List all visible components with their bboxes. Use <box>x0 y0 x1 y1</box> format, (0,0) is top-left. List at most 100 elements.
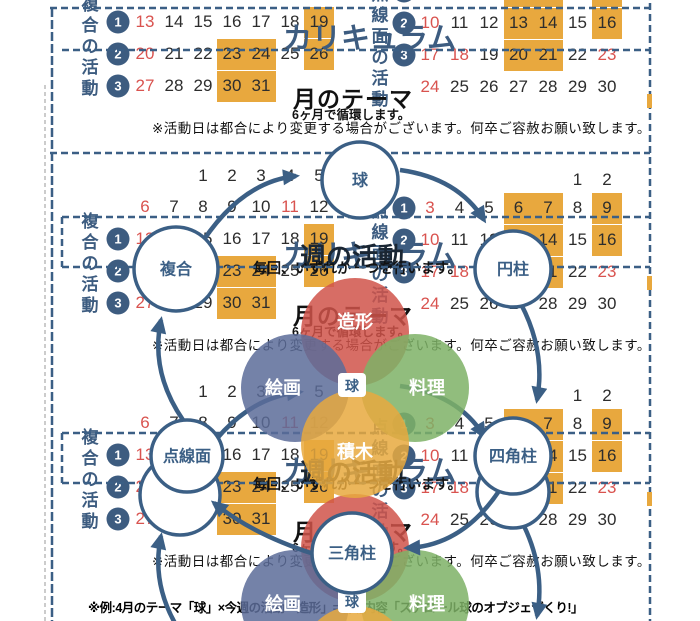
calendar-day: 24 <box>420 510 440 529</box>
calendar-day: 9 <box>602 198 612 217</box>
calendar-day: 20 <box>509 45 528 64</box>
calendar-day: 8 <box>198 413 208 432</box>
calendar-day: 27 <box>135 293 155 312</box>
calendar-day: 5 <box>484 198 494 217</box>
calendar-day: 6 <box>140 197 150 216</box>
calendar-day: 23 <box>597 45 617 64</box>
calendar-day: 3 <box>256 382 266 401</box>
calendar-day: 17 <box>251 445 271 464</box>
calendar-vertical-label-char: の <box>81 254 99 273</box>
month-theme-subtitle: 6ヶ月で循環します。 <box>292 108 411 122</box>
calendar-day-highlight <box>533 192 563 224</box>
calendar-day: 12 <box>479 13 499 32</box>
calendar-day-highlight <box>304 38 334 70</box>
calendar-day-highlight <box>246 38 276 70</box>
calendar-day: 28 <box>164 509 184 528</box>
calendar-day-highlight <box>503 7 534 39</box>
week-number-badge: 2 <box>392 228 416 252</box>
calendar-day: 27 <box>509 510 528 529</box>
calendar-day: 3 <box>425 198 435 217</box>
calendar-day: 23 <box>597 262 617 281</box>
calendar-day: 23 <box>222 477 242 496</box>
calendar-vertical-label-char: の <box>81 37 99 56</box>
calendar-day: 28 <box>538 77 558 96</box>
calendar-vertical-label-char: 活 <box>81 491 99 510</box>
venn-center-label: 球 <box>345 378 360 394</box>
week-activity-subtitle: 毎回、いずれか一つを行います。 <box>253 260 462 276</box>
calendar-day: 23 <box>222 44 242 63</box>
calendar-day-highlight <box>592 408 622 440</box>
calendar-day: 2 <box>602 386 612 405</box>
calendar-day: 22 <box>568 45 587 64</box>
calendar-day: 19 <box>309 229 329 248</box>
cycle-node-sphere-label: 球 <box>352 171 369 190</box>
calendar-day: 12 <box>309 197 329 216</box>
calendar-day: 16 <box>222 229 242 248</box>
calendar-day: 17 <box>251 229 271 248</box>
calendar-day: 14 <box>164 229 184 248</box>
calendar-day: 22 <box>568 478 587 497</box>
calendar-day: 8 <box>198 197 208 216</box>
calendar-day-highlight <box>592 440 622 472</box>
calendar-day: 29 <box>568 77 587 96</box>
calendar-day-highlight <box>217 38 247 70</box>
calendar-day: 14 <box>538 13 558 32</box>
calendar-day: 21 <box>538 45 558 64</box>
calendar-day: 1 <box>572 386 583 405</box>
calendar-day: 17 <box>251 12 271 31</box>
calendar-day: 26 <box>479 294 499 313</box>
week-number-badge: 1 <box>106 443 130 467</box>
calendar-day-highlight <box>592 0 622 7</box>
calendar-day: 3 <box>256 166 266 185</box>
week-number-badge: 3 <box>106 291 130 315</box>
venn-center-box <box>338 373 366 397</box>
calendar-day: 22 <box>193 261 213 280</box>
calendar-day: 14 <box>164 12 184 31</box>
calendar-day: 22 <box>568 262 587 281</box>
calendar-day-highlight <box>304 6 334 38</box>
calendar-day: 15 <box>568 13 587 32</box>
calendar-day-highlight <box>592 224 622 256</box>
calendar-day: 30 <box>222 76 242 95</box>
calendar-day: 25 <box>450 294 469 313</box>
calendar-vertical-label-char: 動 <box>81 512 99 531</box>
calendar-day: 19 <box>479 45 499 64</box>
calendar-day: 5 <box>484 414 494 433</box>
calendar-day: 13 <box>135 445 155 464</box>
calendar-vertical-label-char: 線 <box>371 6 389 25</box>
calendar-day: 30 <box>597 510 617 529</box>
calendar-vertical-label-char: 面 <box>371 244 389 263</box>
calendar-day: 8 <box>572 198 583 217</box>
calendar-day: 19 <box>479 478 499 497</box>
calendar-day: 30 <box>222 293 242 312</box>
calendar-day: 10 <box>420 13 440 32</box>
calendar-day-highlight <box>592 192 622 224</box>
calendar-day: 27 <box>509 77 528 96</box>
calendar-day: 24 <box>251 44 271 63</box>
calendar-day: 14 <box>538 230 558 249</box>
week-number-badge: 3 <box>106 507 130 531</box>
calendar-day: 29 <box>568 510 587 529</box>
week-activity-subtitle: 毎回、いずれか一つを行います。 <box>253 476 462 492</box>
calendar-day: 5 <box>314 166 324 185</box>
calendar-day: 13 <box>135 229 155 248</box>
calendar-vertical-label-char: 面 <box>371 27 389 46</box>
calendar-day: 13 <box>509 230 528 249</box>
calendar-vertical-label-char: 動 <box>81 79 99 98</box>
calendar-day: 25 <box>450 510 469 529</box>
week-number-badge: 3 <box>106 74 130 98</box>
week-number-badge: 1 <box>392 412 416 436</box>
calendar-day: 3 <box>415 0 445 1</box>
calendar-vertical-label-char: 活 <box>81 58 99 77</box>
calendar-day: 8 <box>563 0 593 1</box>
calendar-day-highlight <box>503 192 534 224</box>
calendar-day: 31 <box>251 76 271 95</box>
notice-text: ※活動日は都合により変更する場合がございます。何卒ご容赦お願い致します。 <box>152 338 651 353</box>
calendar-day: 9 <box>227 197 237 216</box>
calendar-day: 13 <box>509 446 528 465</box>
week-number-badge: 2 <box>106 259 130 283</box>
calendar-day: 6 <box>513 414 524 433</box>
calendar-day: 14 <box>538 446 558 465</box>
notice-text: ※活動日は都合により変更する場合がございます。何卒ご容赦お願い致します。 <box>152 554 651 569</box>
